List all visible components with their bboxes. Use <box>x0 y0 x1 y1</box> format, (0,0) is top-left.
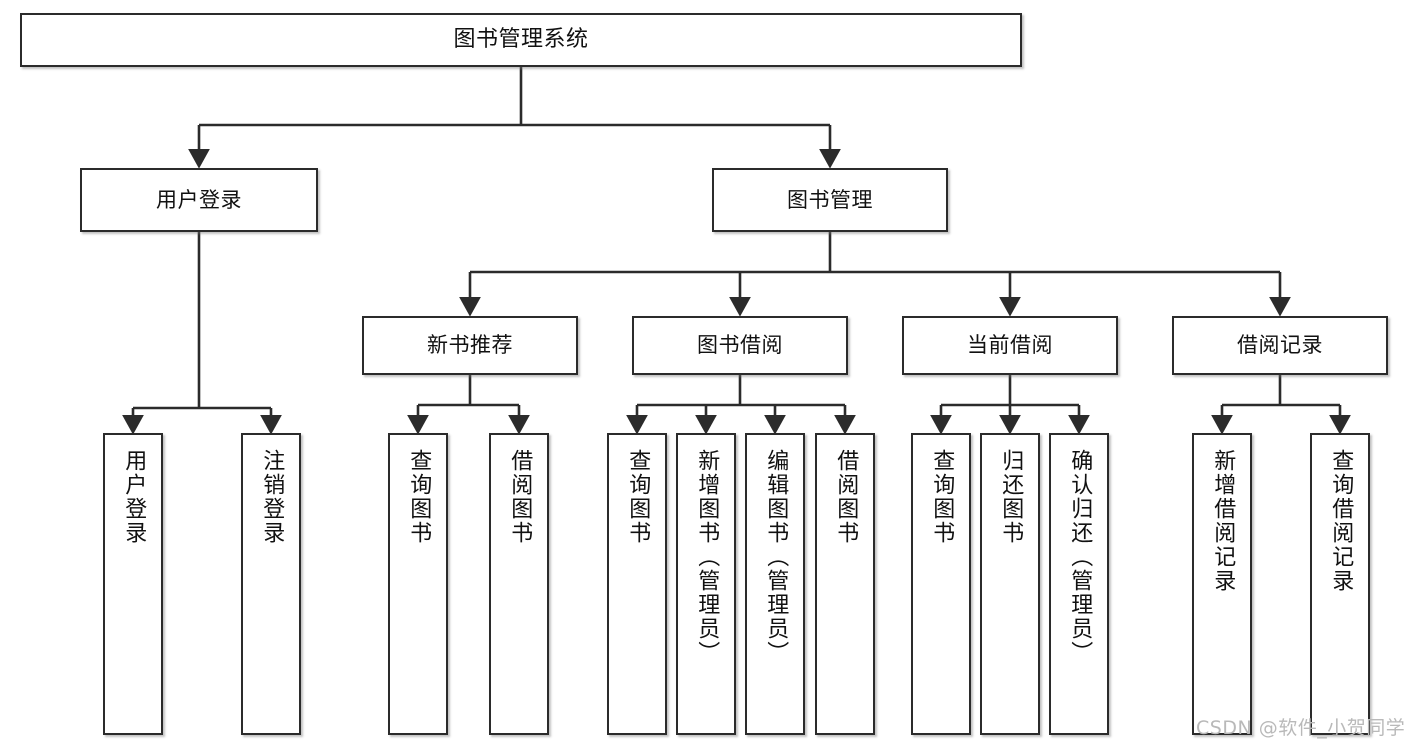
node-label: 图书借阅 <box>697 333 783 358</box>
node-label: 新增图书（管理员） <box>694 449 720 665</box>
watermark-text: CSDN @软件_小贺同学 <box>1196 717 1405 739</box>
leaf-borrow-record-add-record[interactable]: 新增借阅记录 <box>1192 433 1252 735</box>
node-label: 查询图书 <box>929 449 955 545</box>
node-label: 注销登录 <box>259 449 285 545</box>
node-new-book-recommend[interactable]: 新书推荐 <box>362 316 578 375</box>
leaf-book-borrow-query-book[interactable]: 查询图书 <box>607 433 667 735</box>
leaf-book-borrow-borrow-book[interactable]: 借阅图书 <box>815 433 875 735</box>
node-label: 借阅图书 <box>507 449 533 545</box>
node-label: 新增借阅记录 <box>1210 449 1236 593</box>
node-label: 图书管理系统 <box>453 27 589 53</box>
node-label: 借阅图书 <box>833 449 859 545</box>
leaf-user-login-login[interactable]: 用户登录 <box>103 433 163 735</box>
node-book-management[interactable]: 图书管理 <box>712 168 948 232</box>
node-label: 确认归还（管理员） <box>1067 449 1093 665</box>
node-label: 新书推荐 <box>427 333 513 358</box>
node-current-borrow[interactable]: 当前借阅 <box>902 316 1118 375</box>
leaf-new-book-borrow-book[interactable]: 借阅图书 <box>489 433 549 735</box>
leaf-user-login-logout[interactable]: 注销登录 <box>241 433 301 735</box>
node-label: 归还图书 <box>998 449 1024 545</box>
node-label: 用户登录 <box>156 187 242 212</box>
node-label: 查询图书 <box>625 449 651 545</box>
leaf-current-borrow-confirm-return-admin[interactable]: 确认归还（管理员） <box>1049 433 1109 735</box>
node-label: 借阅记录 <box>1237 333 1323 358</box>
node-label: 编辑图书（管理员） <box>763 449 789 665</box>
node-user-login[interactable]: 用户登录 <box>80 168 318 232</box>
node-label: 当前借阅 <box>967 333 1053 358</box>
leaf-new-book-query-book[interactable]: 查询图书 <box>388 433 448 735</box>
node-label: 图书管理 <box>787 187 873 212</box>
node-book-borrow[interactable]: 图书借阅 <box>632 316 848 375</box>
node-label: 用户登录 <box>121 449 147 545</box>
leaf-book-borrow-edit-book-admin[interactable]: 编辑图书（管理员） <box>745 433 805 735</box>
node-borrow-record[interactable]: 借阅记录 <box>1172 316 1388 375</box>
leaf-book-borrow-add-book-admin[interactable]: 新增图书（管理员） <box>676 433 736 735</box>
node-root-book-management-system[interactable]: 图书管理系统 <box>20 13 1022 67</box>
node-label: 查询借阅记录 <box>1328 449 1354 593</box>
leaf-borrow-record-query-record[interactable]: 查询借阅记录 <box>1310 433 1370 735</box>
node-label: 查询图书 <box>406 449 432 545</box>
leaf-current-borrow-query-book[interactable]: 查询图书 <box>911 433 971 735</box>
leaf-current-borrow-return-book[interactable]: 归还图书 <box>980 433 1040 735</box>
